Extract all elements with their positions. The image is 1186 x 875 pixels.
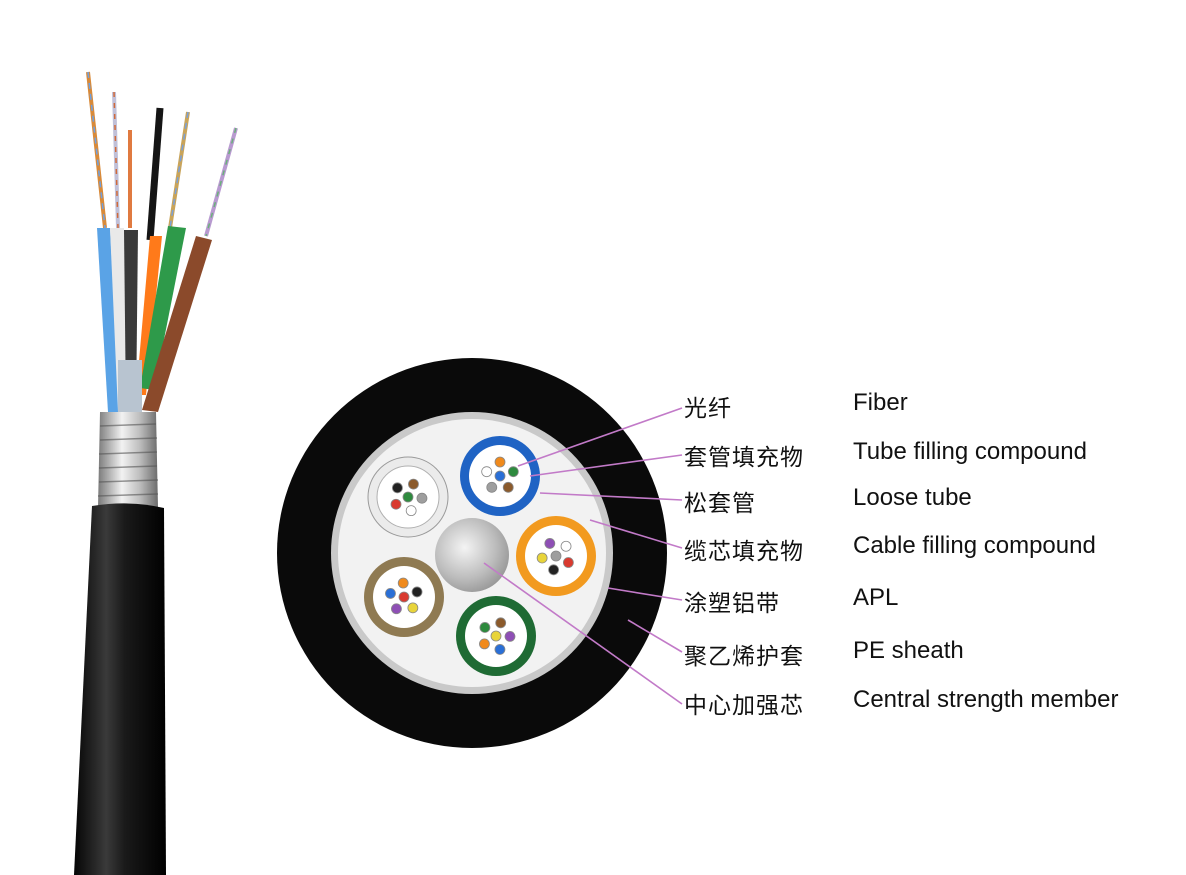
fiber — [481, 466, 493, 478]
leader-lines — [483, 407, 683, 705]
legend-en-label: PE sheath — [853, 637, 964, 664]
fiber — [390, 498, 402, 510]
fiber — [494, 456, 506, 468]
fiber — [392, 482, 403, 494]
legend-item-central-strength-member: 中心加强芯 Central strength member — [0, 686, 1186, 726]
fiber — [544, 538, 556, 549]
fiber — [536, 552, 548, 564]
fiber — [397, 577, 409, 589]
fiber — [391, 603, 402, 615]
corrugated-steel-tape — [97, 412, 159, 508]
legend-item-cable-filling-compound: 缆芯填充物 Cable filling compound — [0, 532, 1186, 572]
legend-en-label: Central strength member — [853, 686, 1119, 713]
fiber — [490, 630, 502, 642]
fiber — [405, 505, 417, 517]
fiber — [507, 466, 519, 478]
leader-line-fiber — [517, 407, 683, 467]
fiber — [479, 622, 491, 633]
loose-tube-white — [367, 456, 449, 538]
legend-cn-label: 聚乙烯护套 — [684, 644, 804, 670]
legend-item-tube-filling-compound: 套管填充物 Tube filling compound — [0, 438, 1186, 478]
loose-tube-orange — [516, 516, 596, 596]
fiber — [486, 481, 498, 493]
leader-line-cable-filling — [589, 519, 683, 549]
legend-item-pe-sheath: 聚乙烯护套 PE sheath — [0, 637, 1186, 677]
legend-en-label: Fiber — [853, 389, 908, 416]
fiber — [502, 481, 514, 493]
legend-en-label: Loose tube — [853, 484, 972, 511]
legend-cn-label: 涂塑铝带 — [684, 591, 780, 617]
fiber — [562, 557, 574, 568]
cable-side-view — [74, 71, 238, 875]
legend-cn-label: 松套管 — [684, 491, 756, 517]
fiber — [411, 586, 423, 598]
fiber — [402, 491, 414, 503]
fiber — [548, 564, 560, 576]
fiber — [504, 631, 516, 642]
legend-item-fiber: 光纤 Fiber — [0, 389, 1186, 429]
legend-cn-label: 中心加强芯 — [684, 693, 804, 719]
loose-tube-brown — [364, 557, 444, 637]
leader-line-apl — [607, 587, 683, 601]
legend-item-apl: 涂塑铝带 APL — [0, 584, 1186, 624]
legend-item-loose-tube: 松套管 Loose tube — [0, 484, 1186, 524]
cable-cross-section — [277, 358, 667, 748]
fiber — [494, 470, 506, 482]
fiber — [550, 550, 562, 562]
fiber — [479, 638, 490, 650]
legend-en-label: APL — [853, 584, 899, 611]
loose-tube-bundle — [97, 226, 212, 415]
fiber — [407, 602, 419, 614]
leader-line-loose-tube — [539, 492, 683, 501]
fiber — [416, 492, 428, 504]
leader-line-central-member — [483, 562, 683, 705]
fiber — [385, 588, 396, 599]
fiber — [560, 540, 572, 552]
leader-line-tube-filling — [529, 454, 683, 477]
fiber — [495, 617, 507, 629]
central-strength-member — [435, 518, 509, 592]
fiber-strands — [86, 71, 238, 241]
fiber — [408, 478, 419, 490]
legend-cn-label: 缆芯填充物 — [684, 539, 804, 565]
fiber — [494, 644, 506, 655]
leader-line-pe-sheath — [627, 619, 683, 653]
legend-en-label: Cable filling compound — [853, 532, 1096, 559]
cable-outer-jacket — [74, 503, 166, 875]
fiber — [398, 591, 410, 603]
loose-tube-green — [456, 596, 536, 676]
legend-en-label: Tube filling compound — [853, 438, 1087, 465]
legend-cn-label: 套管填充物 — [684, 445, 804, 471]
loose-tube-blue — [460, 436, 540, 516]
legend-cn-label: 光纤 — [684, 396, 732, 422]
